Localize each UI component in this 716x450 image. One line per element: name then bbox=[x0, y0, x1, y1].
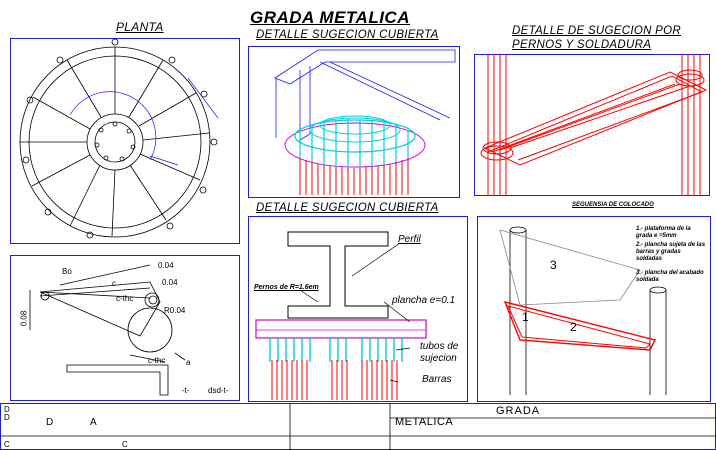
dim-004-1: 0.04 bbox=[158, 261, 174, 270]
tubos-label: tubos de sujecion bbox=[420, 341, 459, 364]
dim-t1: -t- bbox=[182, 386, 190, 395]
cubierta-3d-drawing bbox=[274, 49, 456, 195]
main-title: GRADA METALICA bbox=[250, 8, 410, 27]
barras-label: Barras bbox=[422, 374, 452, 385]
dim-004-2: 0.04 bbox=[162, 278, 178, 287]
seq-note-2: 2.- plancha sujeta de las barras y grada… bbox=[636, 242, 706, 262]
dimension-drawing bbox=[29, 264, 186, 396]
tb-metalica: METALICA bbox=[395, 416, 454, 428]
seq-note-3: 3.- plancha del acabado soldada bbox=[636, 270, 704, 283]
title-block bbox=[0, 403, 716, 450]
dim-c: c bbox=[112, 279, 116, 288]
section-drawing bbox=[255, 231, 427, 400]
pernos-drawing bbox=[480, 54, 708, 196]
tb-d2: D bbox=[4, 413, 10, 422]
cubierta-section-panel bbox=[248, 216, 468, 402]
tb-d1: D bbox=[4, 405, 10, 414]
dim-008: 0.08 bbox=[19, 310, 29, 327]
dim-dsd: dsd-t- bbox=[208, 386, 229, 395]
seq-note-1: 1.- plataforma de la grada e =5mm bbox=[636, 226, 691, 239]
pernos-panel bbox=[474, 54, 710, 196]
seq-number-2: 2 bbox=[570, 320, 577, 334]
perfil-label: Perfil bbox=[398, 234, 421, 245]
sequence-drawing bbox=[499, 226, 667, 395]
title-block-lines bbox=[0, 403, 716, 450]
sequence-panel bbox=[477, 216, 711, 402]
dim-cthc-low: c-thc bbox=[148, 356, 166, 365]
dim-bo: Bo bbox=[62, 267, 72, 276]
dim-r004: R0.04 bbox=[164, 306, 186, 315]
seq-number-3: 3 bbox=[550, 258, 557, 272]
tb-a: A bbox=[90, 417, 97, 428]
planta-title: PLANTA bbox=[116, 20, 164, 34]
detalle-cubierta-title-2: DETALLE SUGECION CUBIERTA bbox=[256, 202, 439, 214]
tb-c2: C bbox=[122, 440, 128, 449]
planta-drawing bbox=[19, 38, 218, 239]
dim-a: a bbox=[186, 358, 191, 367]
secuencia-title: SEGUENSIA DE COLOCADO bbox=[572, 202, 654, 208]
pernos-label: Pernos de R=1.6em bbox=[254, 284, 319, 291]
tb-d3: D bbox=[46, 417, 54, 428]
planta-dimensions bbox=[69, 77, 219, 166]
seq-number-1: 1 bbox=[522, 310, 529, 324]
detalle-cubierta-title-1: DETALLE SUGECION CUBIERTA bbox=[256, 29, 439, 41]
dim-chc: c-thc bbox=[116, 294, 134, 303]
dimension-detail-panel bbox=[10, 255, 240, 401]
tb-grada: GRADA bbox=[496, 405, 541, 417]
detalle-pernos-title: DETALLE DE SUGECION POR PERNOS Y SOLDADU… bbox=[512, 25, 682, 51]
tb-c1: C bbox=[4, 440, 10, 449]
plancha-label: plancha e=0.1 bbox=[392, 295, 456, 306]
